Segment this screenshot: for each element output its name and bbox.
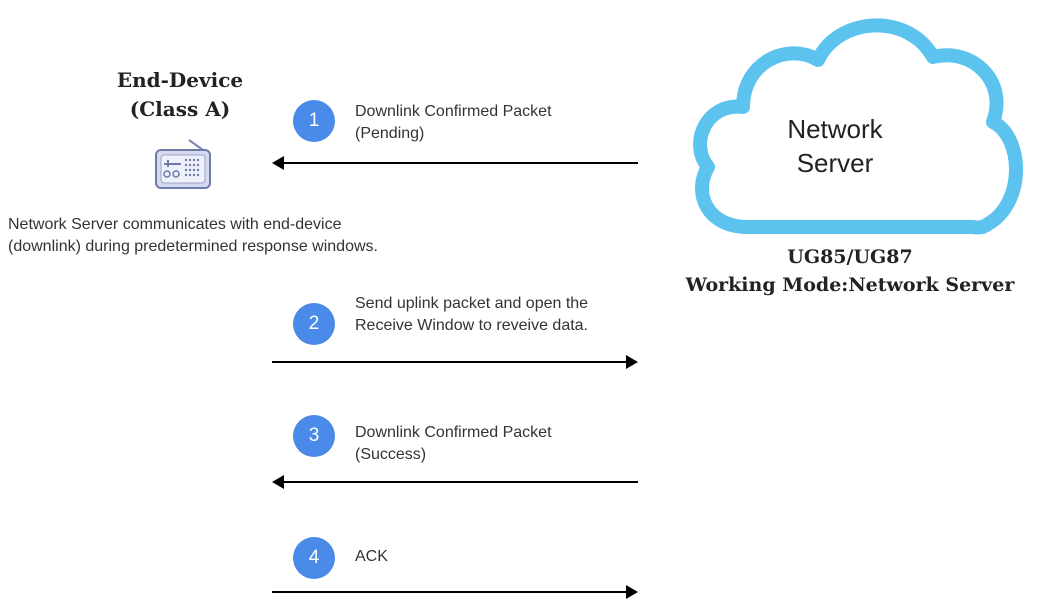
server-mode: Working Mode:Network Server xyxy=(685,274,1015,296)
step-1-badge: 1 xyxy=(293,100,335,142)
arrow-step-3 xyxy=(272,475,638,489)
server-label: UG85/UG87 Working Mode:Network Server xyxy=(640,243,1053,299)
cloud-label-line2: Server xyxy=(796,148,874,178)
step-1-label: Downlink Confirmed Packet (Pending) xyxy=(355,103,552,142)
server-model: UG85/UG87 xyxy=(787,246,913,268)
arrow-step-4 xyxy=(272,585,638,599)
end-device-title: End-Device (Class A) xyxy=(95,66,265,124)
radio-icon xyxy=(153,136,213,197)
arrow-step-2 xyxy=(272,355,638,369)
cloud-label-line1: Network xyxy=(787,114,883,144)
end-device-title-line2: (Class A) xyxy=(129,97,231,121)
step-3-label: Downlink Confirmed Packet (Success) xyxy=(355,424,552,463)
cloud-label: Network Server xyxy=(755,112,915,180)
step-3-badge: 3 xyxy=(293,415,335,457)
step-4-label: ACK xyxy=(355,548,388,565)
step-2-badge: 2 xyxy=(293,303,335,345)
arrow-step-1 xyxy=(272,156,638,170)
step-4-badge: 4 xyxy=(293,537,335,579)
end-device-title-line1: End-Device xyxy=(116,68,244,92)
step-2-label: Send uplink packet and open the Receive … xyxy=(355,295,589,334)
cloud-icon xyxy=(688,2,1028,252)
end-device-note: Network Server communicates with end-dev… xyxy=(8,216,378,255)
